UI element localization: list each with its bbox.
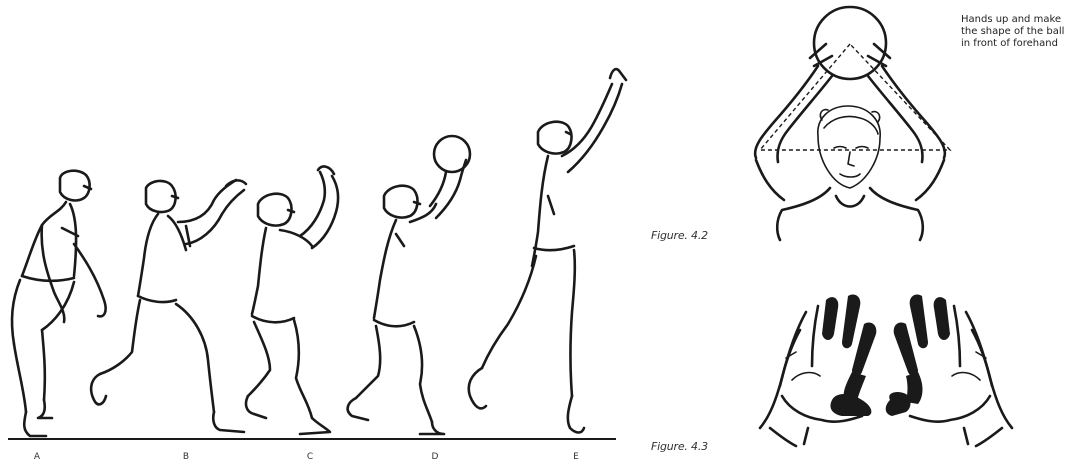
sequence-label-d: D	[431, 452, 439, 462]
sequence-label-e: E	[573, 452, 579, 462]
figure-4-2-note: Hands up and make the shape of the ball …	[961, 14, 1091, 50]
sequence-label-c: C	[306, 452, 314, 462]
sequence-label-a: A	[33, 452, 41, 462]
note-line-3: in front of forehand	[961, 38, 1058, 49]
note-line-2: the shape of the ball	[961, 26, 1065, 37]
figure-4-3-caption: Figure. 4.3	[651, 440, 708, 453]
note-line-1: Hands up and make	[961, 14, 1062, 25]
sequence-label-b: B	[182, 452, 190, 462]
figure-4-2-caption: Figure. 4.2	[651, 229, 708, 242]
